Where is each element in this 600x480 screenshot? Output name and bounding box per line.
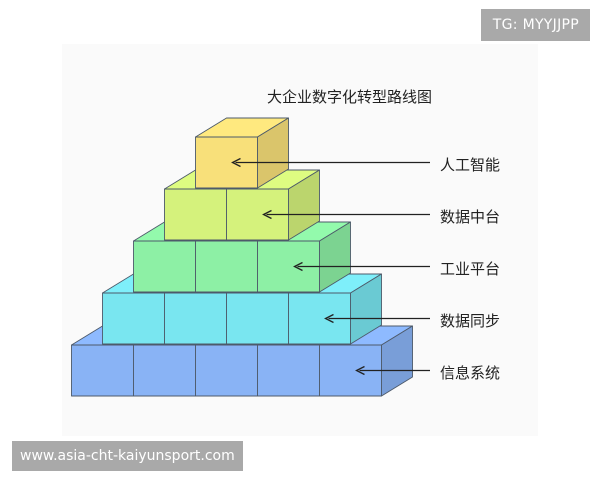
layer-label-data-sync: 数据同步 [440, 312, 500, 330]
cube [319, 325, 413, 397]
cube-front-face [226, 292, 289, 345]
cube-front-face [71, 344, 134, 397]
cube-front-face [195, 344, 258, 397]
arrow-head [293, 261, 303, 272]
cube-front-face [195, 136, 258, 189]
layer-label-data-platform: 数据中台 [440, 208, 500, 226]
cube-front-face [133, 240, 196, 293]
arrow-head [262, 209, 272, 220]
layer-label-ai: 人工智能 [440, 156, 500, 174]
arrow-head [324, 313, 334, 324]
tg-badge: TG: MYYJJPP [480, 9, 590, 41]
cube-front-face [164, 292, 227, 345]
layer-labels: 人工智能 数据中台 工业平台 数据同步 信息系统 [440, 156, 500, 382]
arrow-head [231, 157, 241, 168]
cube-front-face [257, 344, 320, 397]
layer-arrows [231, 157, 430, 376]
arrow-head [355, 365, 365, 376]
website-watermark: www.asia-cht-kaiyunsport.com [12, 441, 243, 471]
cube-front-face [133, 344, 196, 397]
cube-front-face [102, 292, 165, 345]
cube-front-face [257, 240, 320, 293]
cube-front-face [288, 292, 351, 345]
cube-front-face [195, 240, 258, 293]
diagram-title: 大企业数字化转型路线图 [267, 88, 432, 106]
cube-stack [71, 117, 413, 397]
layer-label-industrial-platform: 工业平台 [440, 260, 500, 278]
cube-front-face [319, 344, 382, 397]
layer-label-info-systems: 信息系统 [440, 364, 500, 382]
cube-front-face [164, 188, 227, 241]
cube-front-face [226, 188, 289, 241]
cube-row-1 [195, 117, 289, 189]
cube [195, 117, 289, 189]
